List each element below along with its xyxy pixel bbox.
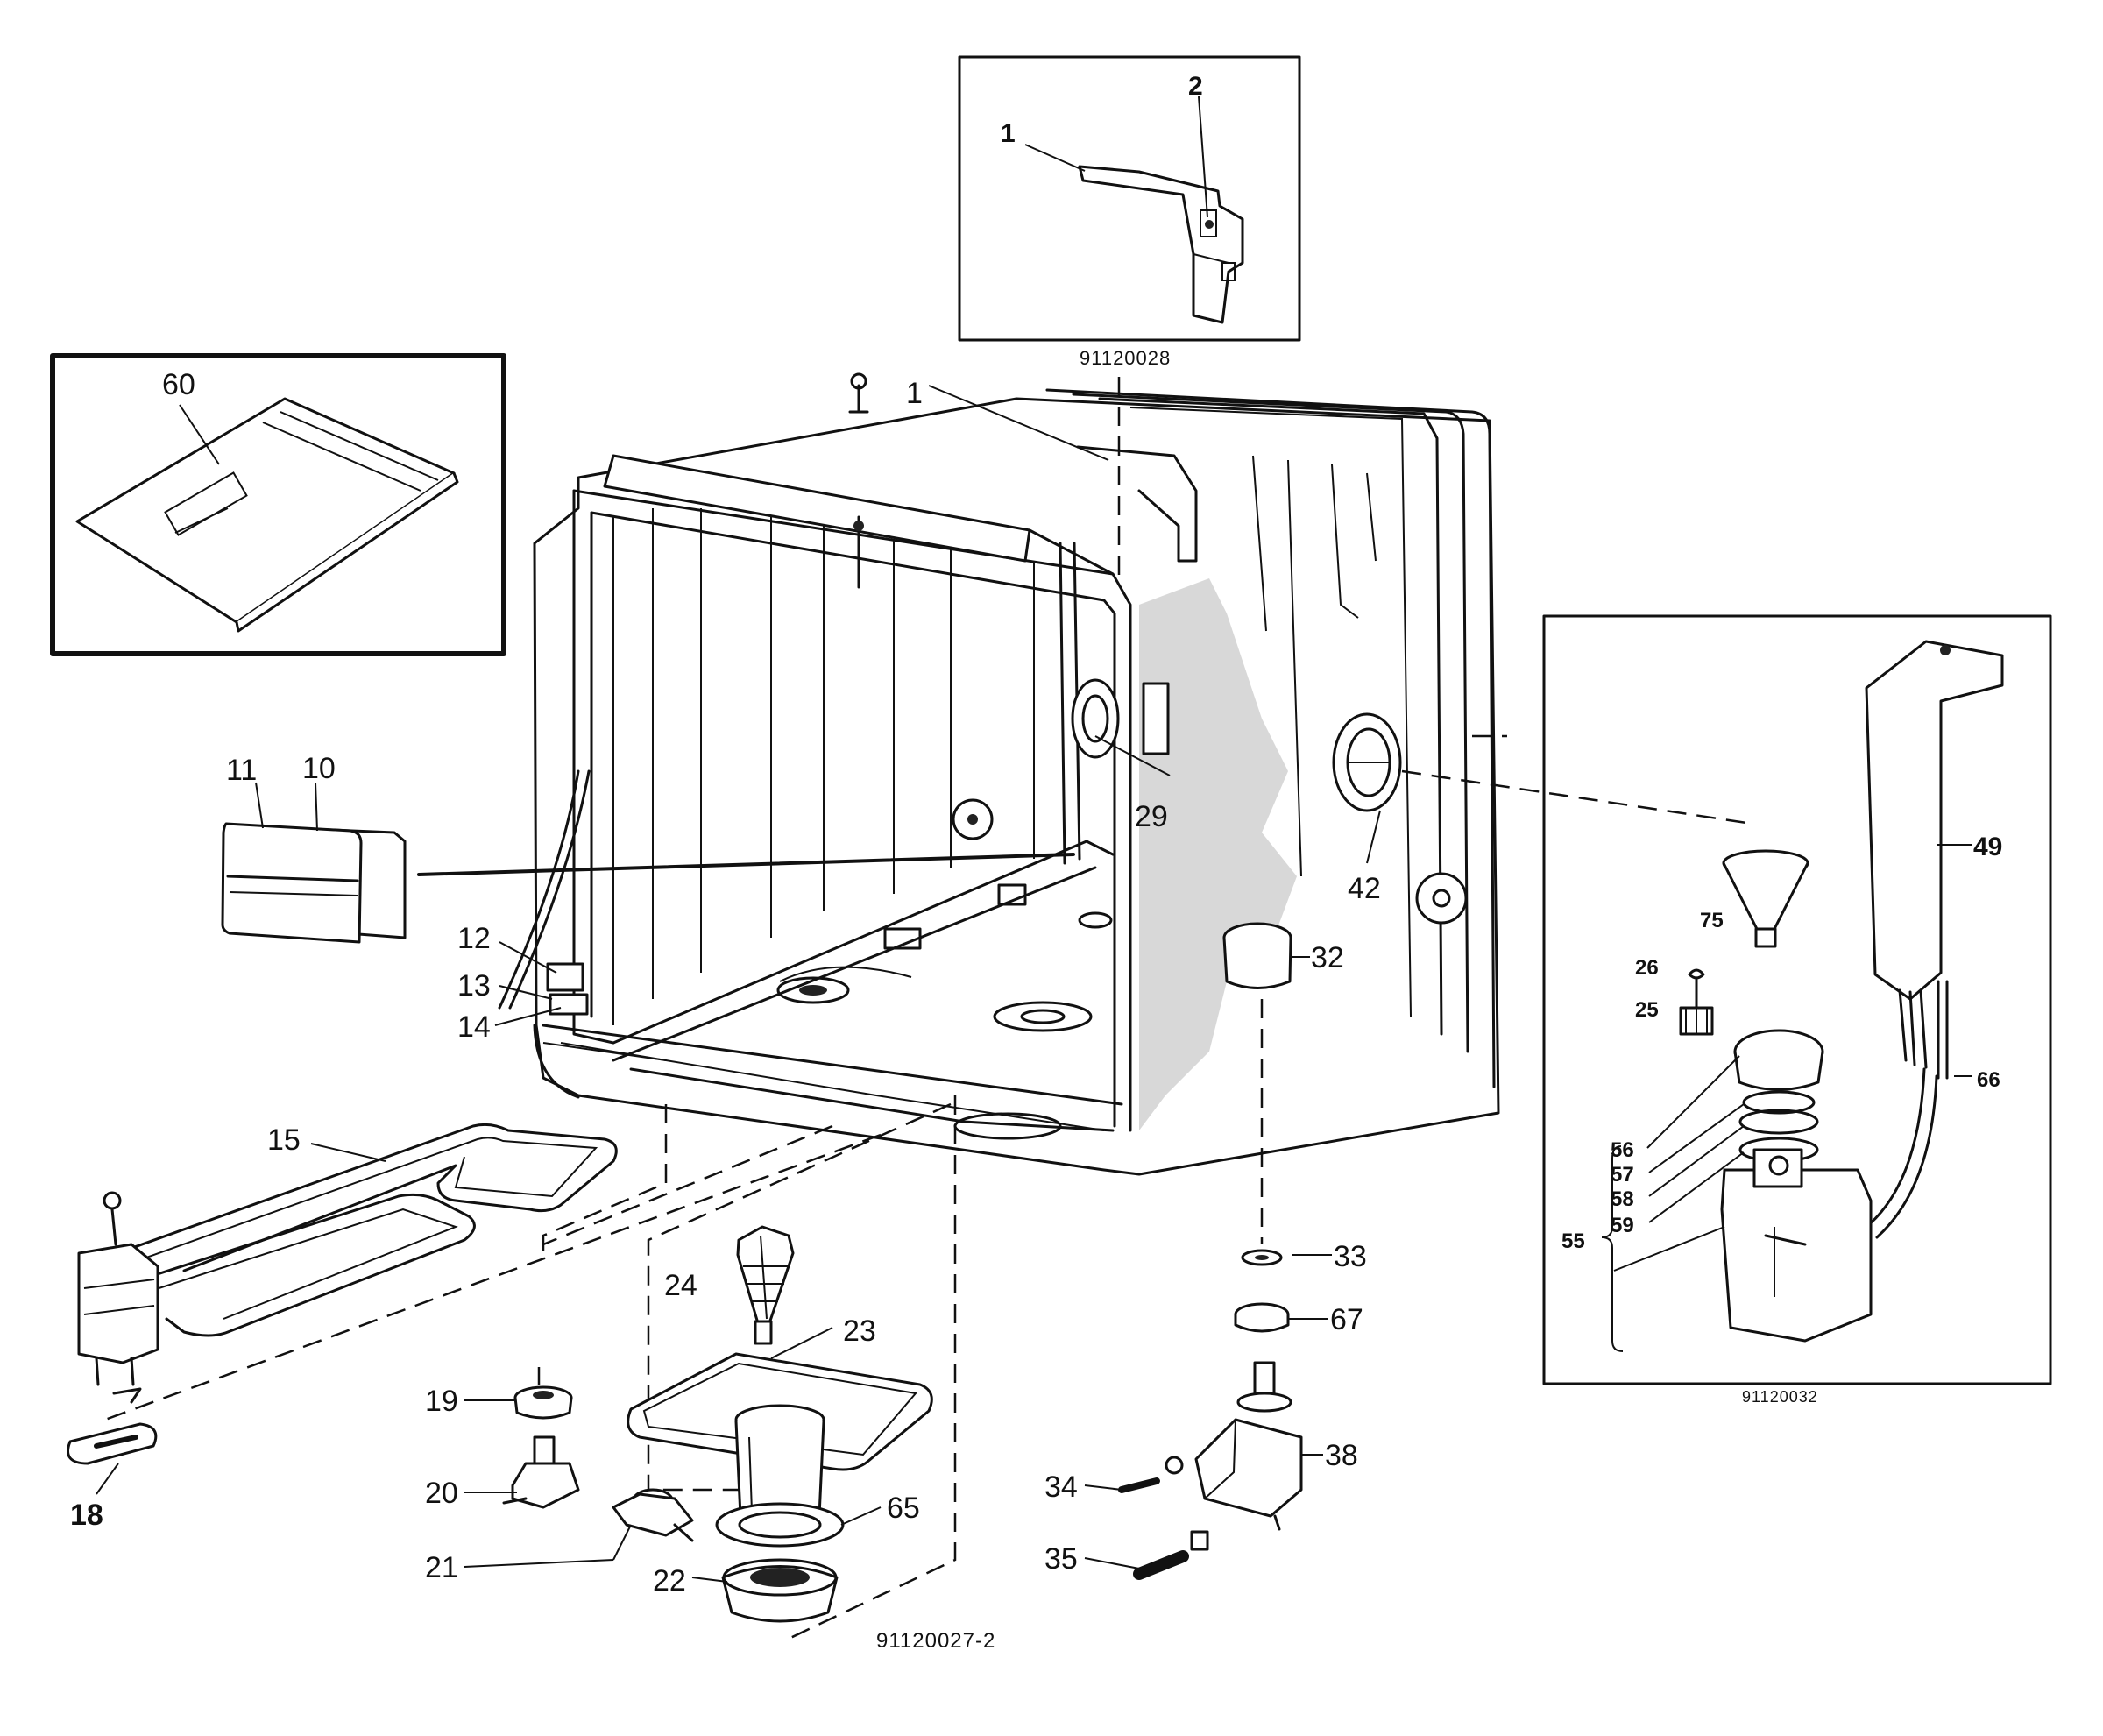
callout-32: 32 (1311, 941, 1344, 974)
callout-56: 56 (1611, 1138, 1634, 1162)
callout-58: 58 (1611, 1187, 1634, 1211)
part-code-main: 91120027-2 (876, 1629, 995, 1653)
callout-38: 38 (1325, 1439, 1358, 1472)
callout-12: 12 (457, 922, 491, 955)
callout-75: 75 (1700, 909, 1724, 932)
part-23-24-65-22-drawing (627, 1225, 933, 1623)
inset-manual: 60 (50, 353, 506, 656)
callout-15: 15 (267, 1123, 301, 1157)
callout-1-top: 1 (1001, 119, 1016, 148)
part-38-drawing (1194, 1361, 1303, 1531)
callout-57: 57 (1611, 1163, 1634, 1187)
part-35-drawing (1133, 1530, 1209, 1580)
hinge-bracket-drawing (1078, 165, 1244, 324)
callout-18: 18 (70, 1499, 103, 1532)
part-21-drawing (612, 1488, 694, 1542)
inset-dispenser: 49 75 26 25 66 56 57 58 59 55 91120032 (1542, 614, 2052, 1406)
part-20-drawing (502, 1435, 580, 1509)
callout-65: 65 (887, 1492, 920, 1525)
inset-frame-top (958, 55, 1301, 342)
callout-21: 21 (425, 1551, 458, 1584)
callout-22: 22 (653, 1564, 686, 1598)
part-code-top: 91120028 (1080, 347, 1171, 369)
funnel-75-drawing (1722, 849, 1809, 948)
leader-2-top (1198, 96, 1208, 218)
callout-23: 23 (843, 1314, 876, 1348)
callout-55: 55 (1561, 1229, 1585, 1253)
callout-19: 19 (425, 1385, 458, 1418)
part-33-drawing (1241, 1249, 1283, 1266)
manual-booklet-drawing (75, 397, 459, 633)
callout-59: 59 (1611, 1214, 1634, 1237)
callout-2-top: 2 (1188, 72, 1203, 101)
cap-25-26-drawing (1679, 968, 1714, 1036)
bracket-55 (1601, 1145, 1624, 1352)
callout-66: 66 (1977, 1068, 2000, 1092)
part-18-drawing (67, 1422, 158, 1465)
callout-10: 10 (302, 752, 336, 785)
part-19-drawing (513, 1385, 573, 1420)
main-leaders (96, 385, 1381, 1583)
callout-33: 33 (1334, 1240, 1367, 1273)
inset-hinge-detail: 1 2 91120028 (958, 55, 1301, 369)
callout-29: 29 (1135, 800, 1168, 833)
insulation-cutaway (1139, 578, 1297, 1130)
callout-20: 20 (425, 1477, 458, 1510)
filter-10-11-drawing (221, 822, 1075, 944)
part-67-drawing (1234, 1302, 1290, 1333)
callout-49: 49 (1973, 833, 2002, 861)
inset-frame-right (1542, 614, 2052, 1385)
softener-55-drawing (1720, 1029, 1873, 1343)
callout-34: 34 (1044, 1470, 1078, 1504)
inset-frame-left (50, 353, 506, 656)
part-code-right: 91120032 (1742, 1388, 1818, 1406)
callout-35: 35 (1044, 1542, 1078, 1576)
leader-1-top (1024, 144, 1086, 172)
callout-67: 67 (1330, 1303, 1363, 1336)
callout-26: 26 (1635, 956, 1659, 980)
callout-14: 14 (457, 1010, 491, 1044)
part-34-drawing (1118, 1456, 1184, 1493)
tub-assembly-drawing (104, 372, 1753, 1640)
callout-25: 25 (1635, 998, 1659, 1022)
leader-60 (179, 404, 220, 465)
heater-15-drawing (77, 1123, 618, 1404)
callout-42: 42 (1348, 872, 1381, 905)
callout-13: 13 (457, 969, 491, 1003)
callout-60: 60 (162, 368, 195, 401)
callout-1-main: 1 (906, 377, 923, 410)
callout-11: 11 (226, 754, 257, 787)
tank-49-drawing (1865, 640, 2004, 1239)
callout-24: 24 (664, 1269, 697, 1302)
